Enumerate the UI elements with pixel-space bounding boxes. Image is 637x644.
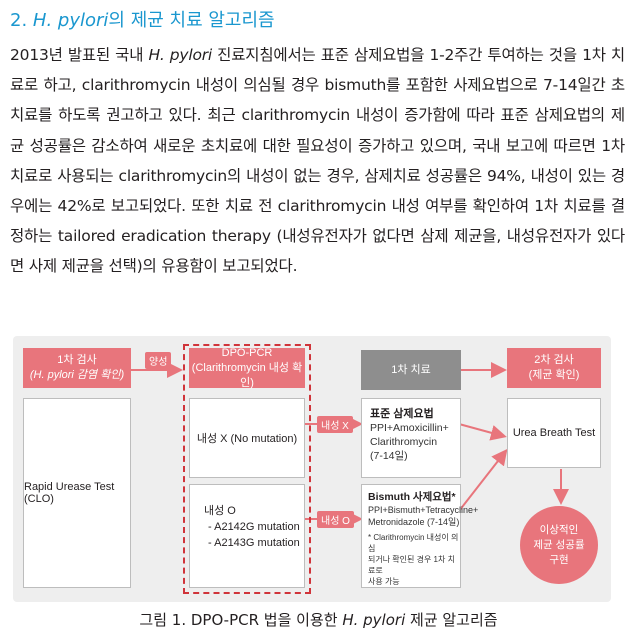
triple-therapy-box: 표준 삼제요법 PPI+Amoxicillin+ Clarithromycin … (361, 398, 461, 478)
quad-note-3: 사용 가능 (368, 577, 400, 586)
quad-note-1: * Clarithromycin 내성이 의심 (368, 533, 459, 553)
resist-x-tag: 내성 X (317, 416, 353, 433)
quad-line-2: Metronidazole (7-14일) (368, 517, 460, 527)
triple-title: 표준 삼제요법 (370, 408, 434, 420)
success-circle: 이상적인 제균 성공률 구현 (520, 506, 598, 584)
section-heading: 2. H. pylori의 제균 치료 알고리즘 (10, 6, 275, 32)
first-test-sub: (H. pylori 감염 확인) (29, 369, 125, 381)
positive-tag: 양성 (145, 352, 172, 369)
triple-line-2: Clarithromycin (370, 436, 438, 448)
arrow-quad-ubt (458, 448, 508, 512)
ubt-label: Urea Breath Test (512, 427, 596, 439)
body-paragraph: 2013년 발표된 국내 H. pylori 진료지침에서는 표준 삼제요법을 … (10, 40, 625, 282)
caption-pre: 그림 1. DPO-PCR 법을 이용한 (139, 611, 343, 629)
first-test-title: 1차 검사 (57, 354, 97, 366)
quad-line-1: PPI+Bismuth+Tetracycline+ (368, 505, 479, 515)
para-italic: H. pylori (148, 46, 213, 64)
no-mutation-box: 내성 X (No mutation) (189, 398, 305, 478)
para-part-1: 2013년 발표된 국내 (10, 46, 149, 64)
mutation-title: 내성 O (204, 505, 236, 517)
rut-label: Rapid Urease Test (CLO) (24, 481, 115, 505)
resist-o-tag: 내성 O (317, 511, 354, 528)
caption-italic: H. pylori (342, 611, 406, 629)
no-mutation-label: 내성 X (No mutation) (196, 433, 298, 445)
quad-therapy-box: Bismuth 사제요법* PPI+Bismuth+Tetracycline+ … (361, 484, 479, 588)
circle-line-1: 이상적인 (539, 523, 579, 536)
heading-number: 2. (10, 10, 28, 31)
circle-line-2: 제균 성공률 (533, 538, 585, 551)
dpo-header: DPO-PCR (Clarithromycin 내성 확인) (189, 346, 305, 389)
first-tx-header: 1차 치료 (361, 350, 461, 390)
circle-line-3: 구현 (549, 553, 569, 566)
heading-italic: H. pylori (32, 10, 109, 31)
dpo-sub: (Clarithromycin 내성 확인) (191, 361, 303, 389)
caption-post: 제균 알고리즘 (405, 611, 498, 629)
arrow-triple-ubt (458, 423, 507, 441)
second-test-title: 2차 검사 (534, 354, 574, 366)
quad-title: Bismuth 사제요법* (368, 491, 456, 503)
figure-caption: 그림 1. DPO-PCR 법을 이용한 H. pylori 제균 알고리즘 (0, 609, 637, 630)
heading-rest: 의 제균 치료 알고리즘 (108, 10, 275, 31)
ubt-box: Urea Breath Test (507, 398, 601, 468)
mutation-item-2: - A2143G mutation (208, 537, 300, 549)
quad-note-2: 되거나 확인된 경우 1차 치료로 (368, 555, 455, 575)
triple-line-3: (7-14일) (370, 450, 408, 462)
rut-box: Rapid Urease Test (CLO) (23, 398, 131, 588)
dpo-dashed-frame (183, 344, 311, 594)
mutation-box: 내성 O - A2142G mutation - A2143G mutation (189, 484, 305, 588)
first-test-header: 1차 검사 (H. pylori 감염 확인) (23, 348, 131, 388)
first-tx-title: 1차 치료 (391, 363, 431, 376)
second-test-header: 2차 검사 (제균 확인) (507, 348, 601, 388)
para-part-2: 진료지침에서는 표준 삼제요법을 1-2주간 투여하는 것을 1차 치료로 하고… (10, 46, 625, 276)
dpo-title: DPO-PCR (221, 346, 273, 359)
second-test-sub: (제균 확인) (528, 369, 580, 381)
mutation-item-1: - A2142G mutation (208, 521, 300, 533)
triple-line-1: PPI+Amoxicillin+ (370, 422, 449, 434)
algorithm-figure: 1차 검사 (H. pylori 감염 확인) Rapid Urease Tes… (13, 336, 611, 602)
